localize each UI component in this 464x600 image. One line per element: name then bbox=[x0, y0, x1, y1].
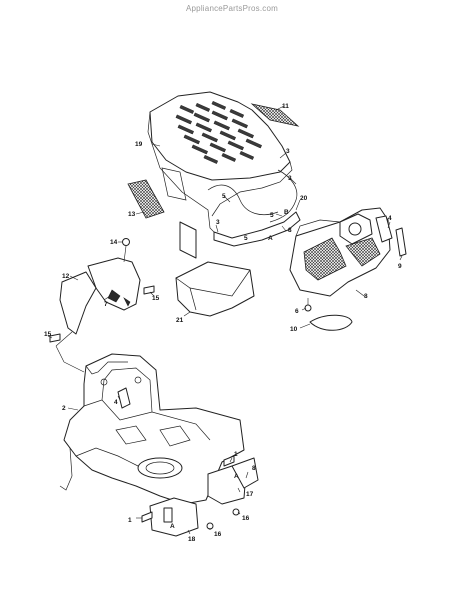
callout-17[interactable]: 17 bbox=[246, 491, 254, 498]
callout-5a[interactable]: 5 bbox=[222, 193, 226, 200]
wire-harness-part[interactable] bbox=[207, 184, 279, 215]
leader-lines bbox=[47, 105, 403, 535]
callout-9[interactable]: 9 bbox=[398, 263, 402, 270]
grille-part-11[interactable] bbox=[250, 103, 300, 127]
bolt-part-1-lower[interactable] bbox=[141, 511, 153, 523]
callout-15b[interactable]: 15 bbox=[44, 331, 52, 338]
callout-1b[interactable]: 1 bbox=[128, 517, 132, 524]
callout-2[interactable]: 2 bbox=[62, 405, 66, 412]
callout-12[interactable]: 12 bbox=[62, 273, 70, 280]
hood-part[interactable] bbox=[147, 91, 293, 233]
callout-21[interactable]: 21 bbox=[176, 317, 184, 324]
bolt-part-15-upper[interactable] bbox=[143, 285, 155, 295]
callout-1a[interactable]: 1 bbox=[234, 451, 238, 458]
callout-3b[interactable]: 3 bbox=[288, 175, 292, 182]
callout-13[interactable]: 13 bbox=[128, 211, 136, 218]
grille-clip-part-9[interactable] bbox=[395, 227, 407, 257]
callout-10[interactable]: 10 bbox=[290, 326, 298, 333]
callout-14[interactable]: 14 bbox=[110, 239, 118, 246]
knob-part-14[interactable] bbox=[122, 238, 130, 263]
callout-8a[interactable]: 8 bbox=[288, 227, 292, 234]
hood-bracket-part-20[interactable] bbox=[213, 211, 301, 247]
letter-a-lower: A bbox=[170, 523, 175, 530]
callout-7[interactable]: 7 bbox=[104, 301, 108, 308]
hood-vent-slots bbox=[175, 100, 262, 164]
frame-part-2[interactable] bbox=[59, 353, 245, 505]
bracket-part-4-right[interactable] bbox=[375, 215, 393, 243]
callout-4b[interactable]: 4 bbox=[114, 399, 118, 406]
bolt-part-15-lower[interactable] bbox=[49, 333, 61, 343]
callout-18[interactable]: 18 bbox=[188, 536, 196, 543]
callout-5b[interactable]: 5 bbox=[270, 212, 274, 219]
reference-letters: A B A A bbox=[170, 209, 289, 530]
callout-3c[interactable]: 3 bbox=[216, 219, 220, 226]
hood-support-part[interactable] bbox=[179, 221, 197, 259]
callout-16b[interactable]: 16 bbox=[214, 531, 222, 538]
side-panel-part-12[interactable] bbox=[59, 271, 97, 335]
letter-a-bracket: A bbox=[234, 473, 239, 480]
callout-3a[interactable]: 3 bbox=[286, 148, 290, 155]
callout-8c[interactable]: 8 bbox=[252, 465, 256, 472]
dash-panel-part-7[interactable] bbox=[87, 257, 141, 311]
callout-8b[interactable]: 8 bbox=[364, 293, 368, 300]
callout-4a[interactable]: 4 bbox=[388, 215, 392, 222]
air-duct-part-21[interactable] bbox=[175, 261, 255, 317]
lens-part-10[interactable] bbox=[309, 314, 353, 331]
axle-bracket-part-18[interactable] bbox=[149, 497, 199, 537]
nut-part-16-right[interactable] bbox=[232, 508, 240, 516]
callout-20[interactable]: 20 bbox=[300, 195, 308, 202]
callout-15a[interactable]: 15 bbox=[152, 295, 160, 302]
callout-11[interactable]: 11 bbox=[282, 103, 289, 110]
side-vent-part-13[interactable] bbox=[127, 179, 165, 219]
front-grille-assembly-part-8[interactable] bbox=[289, 207, 391, 297]
callout-16a[interactable]: 16 bbox=[242, 515, 250, 522]
callout-5c[interactable]: 5 bbox=[244, 235, 248, 242]
letter-a-hood: A bbox=[268, 235, 273, 242]
axle-bracket-part-17[interactable] bbox=[207, 457, 259, 505]
bracket-part-4-left[interactable] bbox=[117, 387, 131, 409]
callout-6[interactable]: 6 bbox=[295, 308, 299, 315]
watermark-text: AppliancePartsPros.com bbox=[186, 4, 278, 13]
screw-part-6[interactable] bbox=[304, 298, 312, 312]
letter-b-bracket: B bbox=[284, 209, 289, 216]
part-callouts: 11 19 3 3 3 5 5 5 20 13 8 8 8 4 4 9 6 10… bbox=[44, 103, 402, 543]
cable-part[interactable] bbox=[269, 169, 298, 223]
callout-19[interactable]: 19 bbox=[135, 141, 143, 148]
